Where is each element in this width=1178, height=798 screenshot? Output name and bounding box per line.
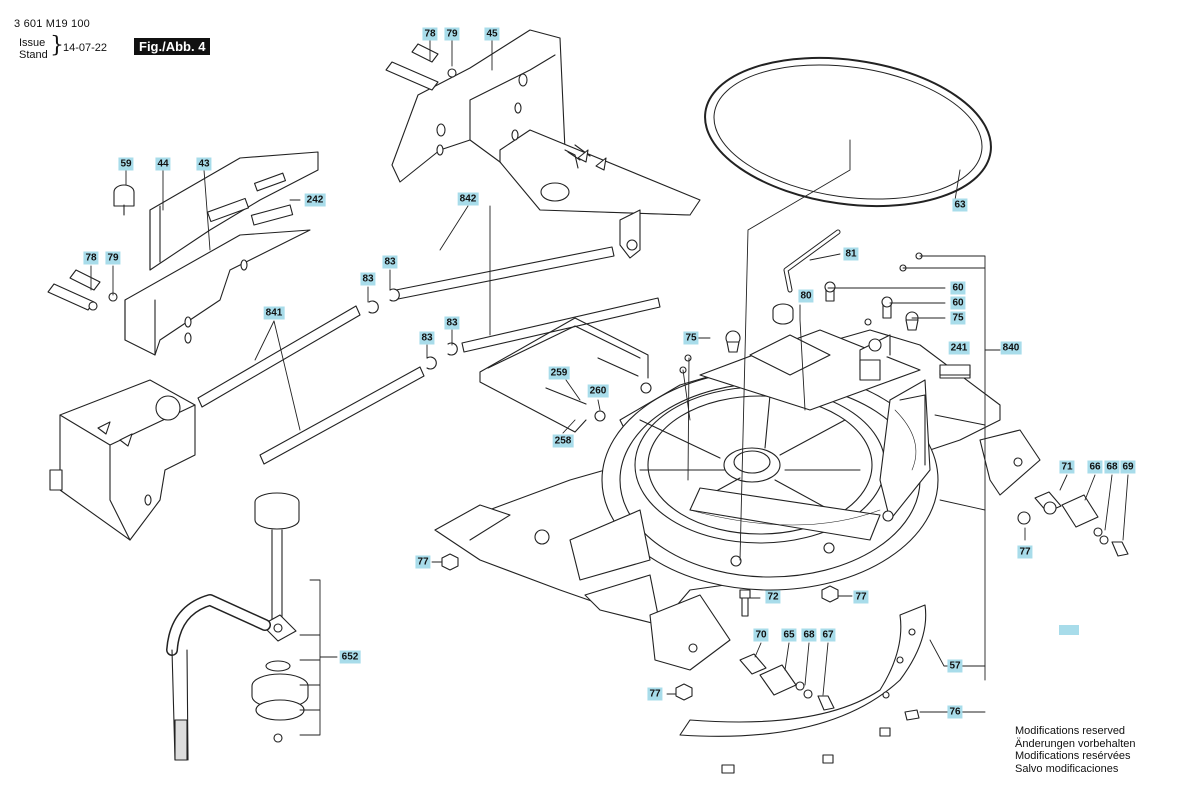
callout-76: 76: [947, 705, 963, 719]
callout-83-c: 83: [419, 331, 435, 345]
callout-80: 80: [798, 289, 814, 303]
callout-59: 59: [118, 157, 134, 171]
brace-glyph: }: [50, 33, 64, 58]
issue-labels: Issue Stand: [19, 37, 48, 61]
note-en: Modifications reserved: [1015, 725, 1126, 737]
circlips-83: [368, 288, 458, 370]
document-number: 3 601 M19 100: [14, 18, 90, 30]
angle-scale: [689, 409, 917, 526]
callout-77-right: 77: [1017, 545, 1033, 559]
callout-840: 840: [1000, 341, 1022, 355]
lock-parts-right: [1017, 491, 1129, 557]
base-assembly: [434, 329, 1041, 671]
ring-63: [704, 56, 992, 208]
segment-57: [679, 604, 927, 774]
callout-43: 43: [196, 157, 212, 171]
callout-57: 57: [947, 659, 963, 673]
fence-right-part: [391, 29, 701, 259]
callout-72: 72: [765, 590, 781, 604]
callout-69: 69: [1120, 460, 1136, 474]
nuts-77: [441, 553, 839, 701]
callout-75-right: 75: [950, 311, 966, 325]
callout-78-top: 78: [422, 27, 438, 41]
callout-63: 63: [952, 198, 968, 212]
callout-83-d: 83: [444, 316, 460, 330]
callout-652: 652: [339, 650, 361, 664]
callout-77-center: 77: [853, 590, 869, 604]
callout-242: 242: [304, 193, 326, 207]
callout-83-a: 83: [360, 272, 376, 286]
callout-259: 259: [548, 366, 570, 380]
callout-842: 842: [457, 192, 479, 206]
callout-79-top: 79: [444, 27, 460, 41]
callout-77-left: 77: [415, 555, 431, 569]
blank-callout: [1059, 625, 1079, 635]
screw-78-top: [385, 43, 457, 91]
stand-label: Stand: [19, 49, 48, 61]
callout-68-lower: 68: [801, 628, 817, 642]
bracket-258: [479, 317, 649, 433]
label-241: [939, 364, 971, 376]
handle-652: [166, 492, 309, 761]
callout-75-left: 75: [683, 331, 699, 345]
callout-67: 67: [820, 628, 836, 642]
figure-label: Fig./Abb. 4: [134, 38, 211, 55]
note-de: Änderungen vorbehalten: [1015, 737, 1136, 750]
issue-label: Issue: [19, 37, 46, 49]
callout-241: 241: [948, 341, 970, 355]
callout-68-right: 68: [1104, 460, 1120, 474]
leader-lines: [90, 39, 1129, 736]
note-fr: Modifications resérvées: [1015, 750, 1131, 762]
callout-65: 65: [781, 628, 797, 642]
screws-78-left: [47, 269, 118, 311]
lock-parts-lower: [739, 653, 835, 711]
callout-45: 45: [484, 27, 500, 41]
callout-841: 841: [263, 306, 285, 320]
nut-80: [772, 303, 794, 325]
callout-81: 81: [843, 247, 859, 261]
bracket-nuts: [594, 382, 652, 422]
callout-83-b: 83: [382, 255, 398, 269]
callout-79-left: 79: [105, 251, 121, 265]
callout-60-a: 60: [950, 281, 966, 295]
callout-70: 70: [753, 628, 769, 642]
callout-258: 258: [552, 434, 574, 448]
bolt-72: [739, 589, 751, 617]
callout-260: 260: [587, 384, 609, 398]
knob-59: [113, 184, 135, 216]
callout-60-b: 60: [950, 296, 966, 310]
note-es: Salvo modificaciones: [1015, 762, 1119, 775]
fence-left-lower: [49, 379, 196, 541]
callout-77-bottom: 77: [647, 687, 663, 701]
callout-71: 71: [1059, 460, 1075, 474]
callout-66: 66: [1087, 460, 1103, 474]
issue-date: 14-07-22: [63, 42, 108, 54]
callout-44: 44: [155, 157, 171, 171]
fence-left-part: [124, 151, 319, 356]
modifications-notice: Modifications reserved Änderungen vorbeh…: [1015, 725, 1135, 775]
hex-key-81: [783, 229, 841, 293]
callout-78-left: 78: [83, 251, 99, 265]
rods: [197, 246, 661, 465]
